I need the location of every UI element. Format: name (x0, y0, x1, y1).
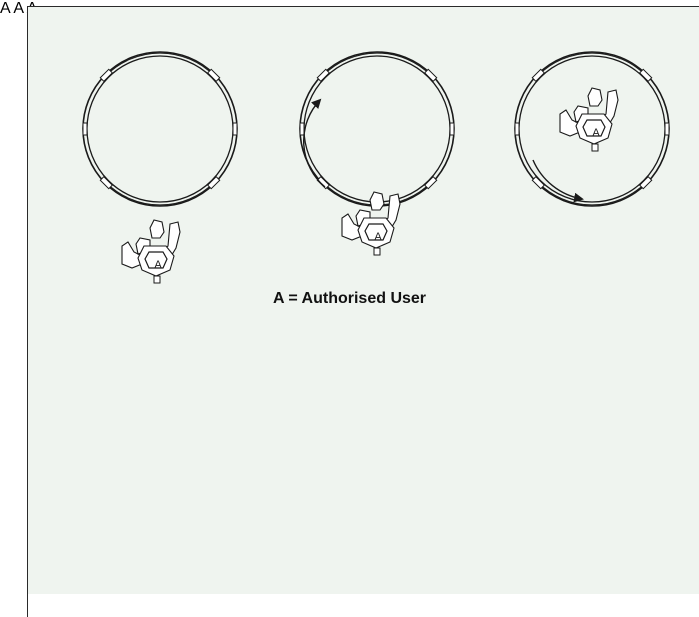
authorised-user-figure: A (121, 219, 181, 284)
user-marker-label: A (0, 0, 10, 17)
revolving-door-frame-4: A (0, 0, 13, 17)
revolving-door-frame-5: A (13, 0, 26, 17)
diagram-panel (27, 6, 699, 594)
legend-caption: A = Authorised User (272, 290, 427, 307)
revolving-door-frame-2: A (299, 51, 455, 256)
revolving-door-frame-3: A (514, 51, 670, 207)
user-marker-label: A (13, 0, 24, 17)
user-marker-label: A (592, 127, 600, 139)
panel-left-rule (27, 593, 28, 617)
user-marker-label: A (154, 259, 162, 271)
authorised-user-figure: A (341, 191, 401, 256)
authorised-user-figure: A (559, 87, 619, 152)
user-marker-label: A (374, 231, 382, 243)
rotation-arrow (303, 98, 326, 188)
rotation-arrow (532, 159, 584, 203)
revolving-door-frame-1: A (82, 51, 238, 284)
authorised-user-figure: A (13, 0, 26, 17)
authorised-user-figure: A (0, 0, 13, 17)
